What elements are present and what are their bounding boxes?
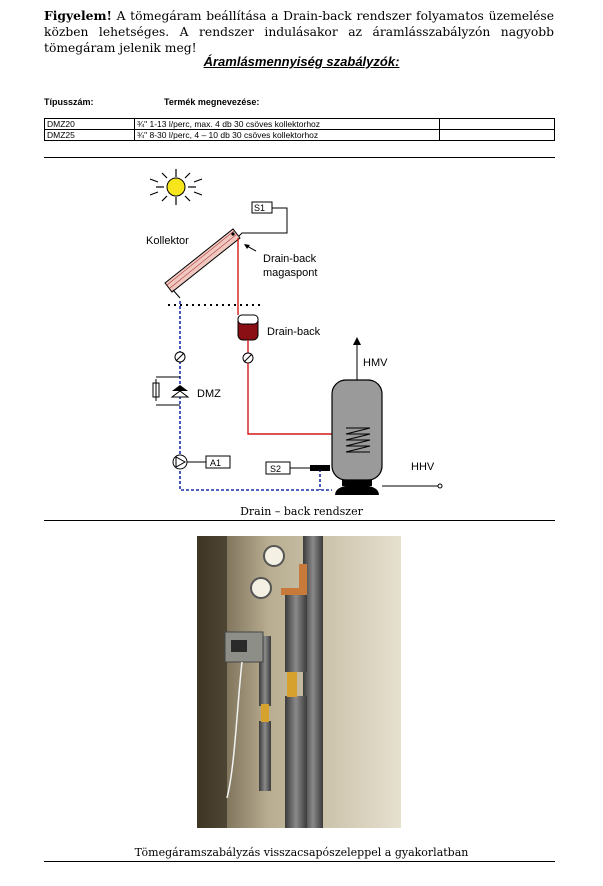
hhv-label: HHV: [411, 461, 435, 473]
divider-top: [44, 157, 555, 158]
section-title: Áramlásmennyiség szabályzók:: [203, 54, 400, 69]
column-header-type: Típusszám:: [44, 97, 94, 107]
s2-sensor-icon: [310, 465, 330, 471]
table-row: DMZ20 ¾" 1-13 l/perc, max. 4 db 30 csöve…: [44, 118, 555, 130]
table-cell-desc: ¾" 1-13 l/perc, max. 4 db 30 csöves koll…: [134, 118, 440, 130]
drainback-diagram: S1 Kollektor Drain-back magaspont Drain-…: [146, 169, 443, 495]
divider-bottom: [44, 861, 555, 862]
hmv-arrow-icon: [353, 337, 361, 345]
a1-label: A1: [210, 458, 221, 468]
dmz-valve-icon: [152, 376, 190, 406]
cold-pipe: [179, 301, 332, 491]
column-header-name: Termék megnevezése:: [164, 97, 260, 107]
hhv-inlet-icon: [437, 483, 443, 489]
table-cell-empty: [439, 118, 555, 130]
flow-meter-hot-icon: [242, 352, 254, 364]
hot-pipe-lower: [247, 363, 333, 435]
s1-label: S1: [254, 203, 265, 213]
warning-lead: Figyelem!: [44, 8, 112, 23]
highpoint-arrowhead: [244, 244, 250, 249]
caption-diagram: Drain – back rendszer: [240, 505, 363, 518]
sun-icon: [149, 169, 203, 205]
table-cell-type: DMZ25: [44, 129, 135, 141]
drainback-highpoint-label-1: Drain-back: [263, 253, 317, 265]
product-table: DMZ20 ¾" 1-13 l/perc, max. 4 db 30 csöve…: [44, 118, 555, 141]
collector-panel: [164, 228, 241, 299]
drainback-vessel-icon: [237, 314, 259, 341]
flow-meter-cold-icon: [174, 351, 186, 363]
table-row: DMZ25 ¾" 8-30 l/perc, 4 – 10 db 30 csöve…: [44, 129, 555, 141]
s2-label: S2: [270, 464, 281, 474]
dmz-label: DMZ: [197, 388, 221, 400]
divider-middle: [44, 520, 555, 521]
table-cell-desc: ¾" 8-30 l/perc, 4 – 10 db 30 csöves koll…: [134, 129, 440, 141]
warning-paragraph: Figyelem! A tömegáram beállítása a Drain…: [44, 8, 554, 56]
kollektor-label: Kollektor: [146, 235, 189, 247]
storage-tank: [331, 379, 383, 495]
drainback-highpoint-label-2: magaspont: [263, 267, 317, 279]
installation-photo: [197, 536, 401, 828]
table-cell-empty: [439, 129, 555, 141]
table-cell-type: DMZ20: [44, 118, 135, 130]
pump-icon: [172, 454, 188, 470]
warning-text: A tömegáram beállítása a Drain-back rend…: [44, 9, 554, 55]
a1-box: [205, 455, 231, 469]
caption-photo: Tömegáramszabályzás visszacsapószeleppel…: [134, 846, 469, 859]
hmv-label: HMV: [363, 357, 388, 369]
drainback-label: Drain-back: [267, 326, 321, 338]
s1-wire: [237, 207, 288, 238]
